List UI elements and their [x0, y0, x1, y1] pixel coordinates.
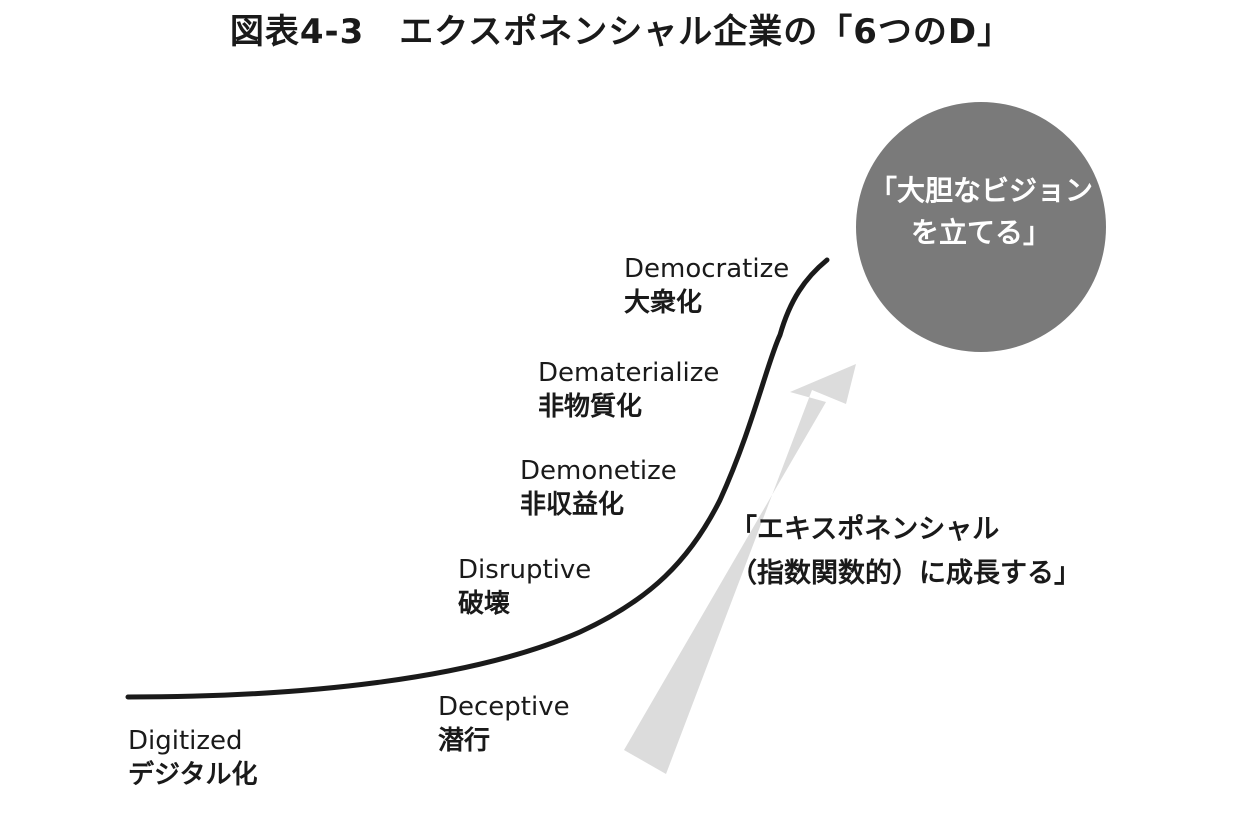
vision-text-line2: を立てる」 [910, 216, 1051, 249]
stage-ja-label: デジタル化 [128, 759, 258, 790]
stage-digitized: Digitized デジタル化 [128, 726, 257, 791]
exponential-curve [125, 257, 830, 700]
stage-disruptive: Disruptive 破壊 [458, 555, 591, 620]
stage-ja-label: 非物質化 [538, 391, 643, 422]
stage-dematerialize: Dematerialize 非物質化 [538, 358, 719, 423]
stage-ja-label: 大衆化 [624, 287, 703, 318]
stage-en-label: Demonetize [520, 456, 677, 486]
stage-ja-label: 破壊 [458, 588, 511, 619]
vision-circle: 「大胆なビジョン を立てる」 [856, 102, 1106, 352]
growth-arrow [624, 364, 856, 774]
stage-en-label: Deceptive [438, 692, 570, 722]
page-title: 図表4-3 エクスポネンシャル企業の「6つのD」 [229, 12, 1013, 52]
stage-ja-label: 非収益化 [520, 489, 625, 520]
growth-label-line2: （指数関数的）に成長する」 [730, 557, 1081, 589]
stage-ja-label: 潜行 [438, 725, 491, 756]
stage-democratize: Democratize 大衆化 [624, 254, 789, 319]
vision-text-line1: 「大胆なビジョン [868, 174, 1093, 207]
stage-en-label: Disruptive [458, 555, 592, 585]
stage-demonetize: Demonetize 非収益化 [520, 456, 677, 521]
stage-en-label: Digitized [128, 726, 243, 756]
stage-en-label: Dematerialize [538, 358, 720, 388]
stage-en-label: Democratize [624, 254, 790, 284]
growth-label-line1: 「エキスポネンシャル [730, 514, 1000, 545]
growth-label: 「エキスポネンシャル （指数関数的）に成長する」 [730, 508, 1081, 595]
stage-deceptive: Deceptive 潜行 [438, 692, 570, 757]
